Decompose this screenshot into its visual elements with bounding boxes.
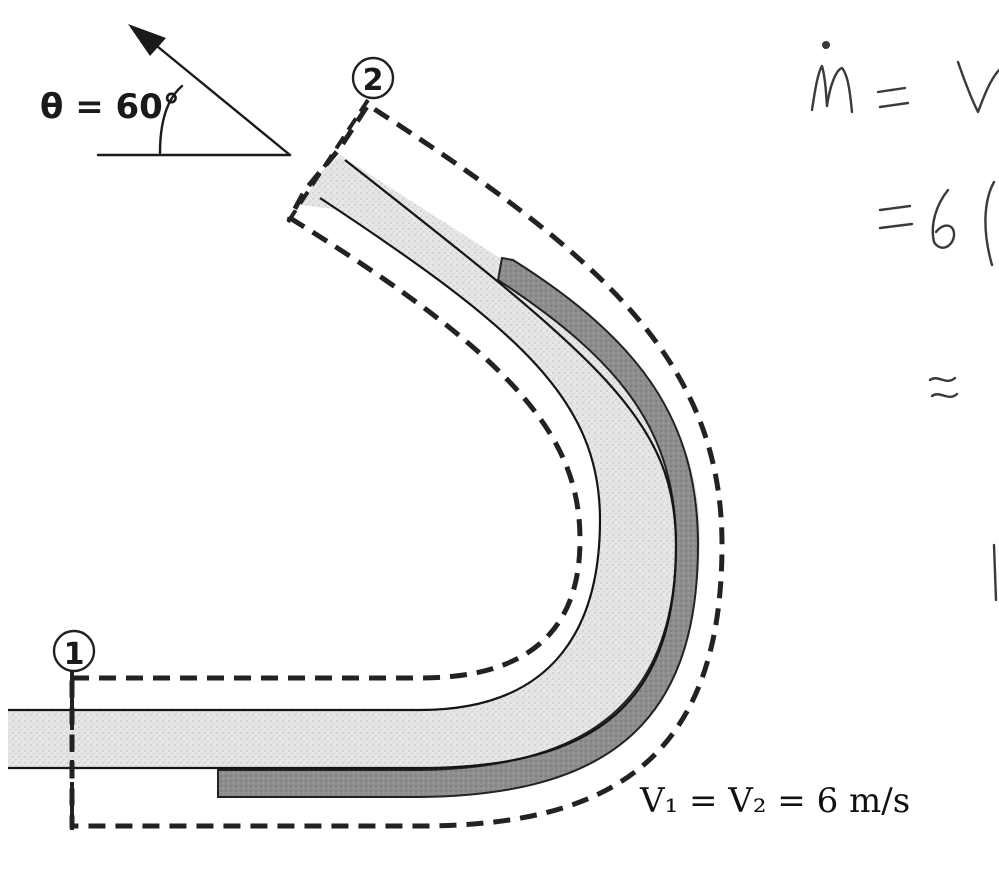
station-1-label: 1 [64,637,85,672]
velocity-label: V₁ = V₂ = 6 m/s [639,781,910,821]
control-volume-boundary [69,101,725,829]
station-2-label: 2 [363,63,384,98]
support-plate [217,256,700,798]
section-2-line [286,98,370,224]
pipe-body [8,155,700,768]
pipe-inner-wall [8,197,602,712]
angle-arc [158,84,184,155]
outlet-arrowhead-icon [128,24,166,56]
outlet-direction-line [150,40,292,157]
handwritten-notes [810,41,999,602]
station-1-circle [52,629,96,673]
station-2-circle [351,56,395,100]
pipe-outer-wall [8,159,678,770]
angle-label: θ = 60° [40,87,180,127]
